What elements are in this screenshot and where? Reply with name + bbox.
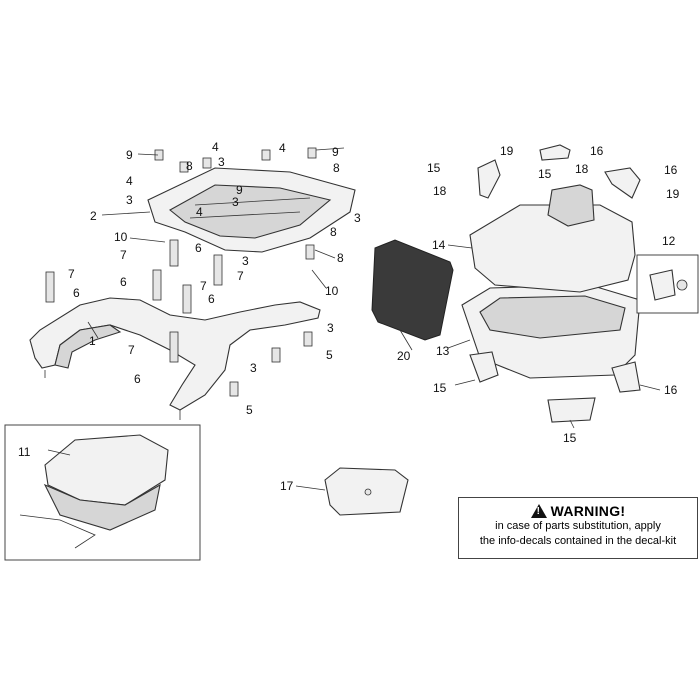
part-20-back-pad: [371, 239, 454, 341]
callout-5: 5: [246, 403, 253, 417]
callout-6: 6: [134, 372, 141, 386]
callout-19: 19: [666, 187, 680, 201]
callout-18: 18: [433, 184, 447, 198]
callout-6: 6: [120, 275, 127, 289]
warning-line-2: the info-decals contained in the decal-k…: [479, 535, 677, 547]
callout-15: 15: [427, 161, 441, 175]
callout-6: 6: [195, 241, 202, 255]
callout-4: 4: [279, 141, 286, 155]
callout-5: 5: [326, 348, 333, 362]
callout-10: 10: [325, 284, 339, 298]
warning-triangle-icon: !: [530, 504, 547, 518]
callout-3: 3: [250, 361, 257, 375]
callout-8: 8: [333, 161, 340, 175]
leader-lines: [47, 147, 661, 491]
warning-notice: !WARNING! in case of parts substitution,…: [458, 497, 698, 559]
callout-3: 3: [126, 193, 133, 207]
callout-3: 3: [327, 321, 334, 335]
callout-7: 7: [120, 248, 127, 262]
callout-6: 6: [208, 292, 215, 306]
callout-11: 11: [18, 445, 31, 459]
callout-7: 7: [200, 279, 207, 293]
callout-16: 16: [664, 163, 678, 177]
callout-8: 8: [330, 225, 337, 239]
callout-9: 9: [236, 183, 243, 197]
callout-9: 9: [126, 148, 133, 162]
warning-line-1: in case of parts substitution, apply: [495, 520, 661, 532]
callout-16: 16: [590, 144, 604, 158]
callout-7: 7: [68, 267, 75, 281]
callout-14: 14: [432, 238, 446, 252]
callout-1: 1: [89, 334, 96, 348]
callout-10: 10: [114, 230, 128, 244]
callout-2: 2: [90, 209, 97, 223]
callout-17: 17: [280, 479, 294, 493]
part-2-rack-plate: [147, 167, 356, 253]
callout-15: 15: [538, 167, 552, 181]
callout-8: 8: [337, 251, 344, 265]
callout-3: 3: [242, 254, 249, 268]
callout-16: 16: [664, 383, 678, 397]
callout-12: 12: [662, 234, 676, 248]
callout-15: 15: [563, 431, 577, 445]
part-11-inset: [4, 424, 201, 561]
callout-7: 7: [128, 343, 135, 357]
part-12-lock: [636, 254, 699, 314]
trim-parts: [469, 144, 641, 423]
callout-3: 3: [218, 155, 225, 169]
callout-7: 7: [237, 269, 244, 283]
callout-8: 8: [186, 159, 193, 173]
callout-4: 4: [196, 205, 203, 219]
hardware-bolts: [45, 147, 317, 397]
part-13-case-base: [461, 284, 641, 379]
callout-4: 4: [126, 174, 133, 188]
callout-18: 18: [575, 162, 589, 176]
callout-19: 19: [500, 144, 514, 158]
part-14-case-lid: [469, 184, 636, 293]
callout-20: 20: [397, 349, 411, 363]
callout-9: 9: [332, 145, 339, 159]
callout-3: 3: [232, 195, 239, 209]
callout-labels: 1 2 3 3 3 3 3 3 3 4 4 4 4 5 5 6 6 6 6 6 …: [18, 140, 680, 493]
callout-15: 15: [433, 381, 447, 395]
callout-3: 3: [354, 211, 361, 225]
part-17-cover-bag: [324, 467, 409, 516]
callout-13: 13: [436, 344, 450, 358]
part-1-carrier-bracket: [29, 297, 321, 420]
callout-4: 4: [212, 140, 219, 154]
warning-title: !WARNING!: [459, 503, 697, 519]
callout-6: 6: [73, 286, 80, 300]
